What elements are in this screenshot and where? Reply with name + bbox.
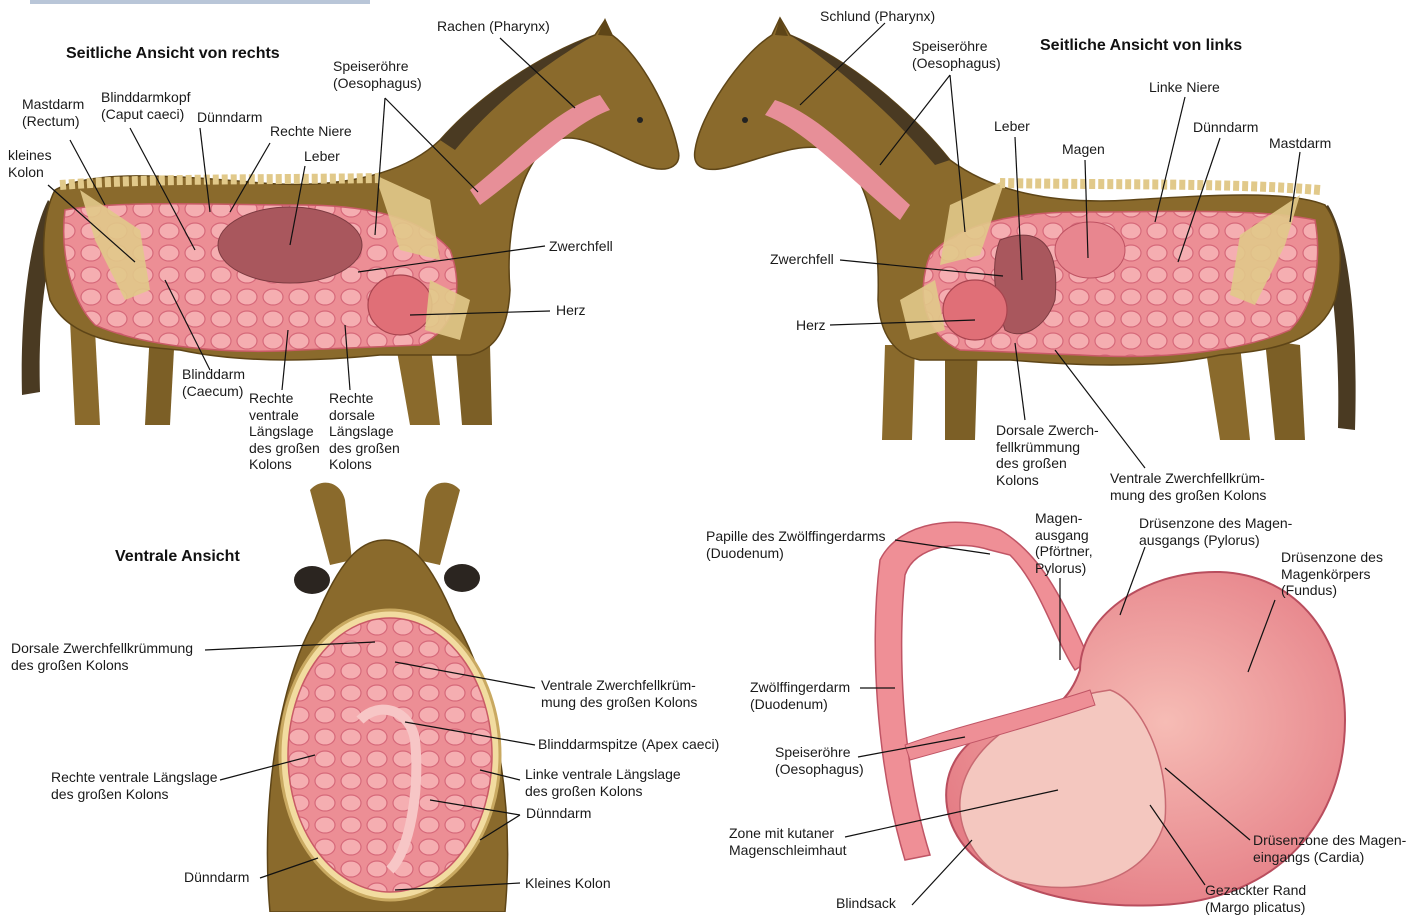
label-leber-left: Leber (994, 118, 1030, 135)
label-leber-right: Leber (304, 148, 340, 165)
label-gezackter-rand: Gezackter Rand (Margo plicatus) (1205, 882, 1306, 915)
label-blinddarmspitze: Blinddarmspitze (Apex caeci) (538, 736, 719, 753)
title-left-view: Seitliche Ansicht von links (1040, 37, 1242, 55)
label-ventrale-zwerchfellkruemmung-ventral: Ventrale Zwerchfellkrüm- mung des großen… (541, 677, 697, 710)
label-zwerchfell-left: Zwerchfell (770, 251, 834, 268)
horse-ventral-view (267, 483, 507, 912)
title-ventral-view: Ventrale Ansicht (115, 548, 240, 566)
label-speiseroehre-right: Speiseröhre (Oesophagus) (333, 58, 422, 91)
label-ventrale-zwerchfellkruemmung-left: Ventrale Zwerchfellkrüm- mung des großen… (1110, 470, 1266, 503)
label-blinddarm-caecum: Blinddarm (Caecum) (182, 366, 245, 399)
label-dorsale-zwerchfellkruemmung-left: Dorsale Zwerch- fellkrümmung des großen … (996, 422, 1099, 488)
title-right-view: Seitliche Ansicht von rechts (66, 45, 280, 63)
label-speiseroehre-stomach: Speiseröhre (Oesophagus) (775, 744, 864, 777)
label-rechte-ventrale-laengslage: Rechte ventrale Längslage des großen Kol… (249, 390, 320, 473)
label-duenndarm-left: Dünndarm (1193, 119, 1258, 136)
label-rechte-dorsale-laengslage: Rechte dorsale Längslage des großen Kolo… (329, 390, 400, 473)
label-druesenzone-pylorus: Drüsenzone des Magen- ausgangs (Pylorus) (1139, 515, 1292, 548)
label-linke-ventrale-laengslage: Linke ventrale Längslage des großen Kolo… (525, 766, 681, 799)
label-kleines-kolon-ventral: Kleines Kolon (525, 875, 611, 892)
label-druesenzone-fundus: Drüsenzone des Magenkörpers (Fundus) (1281, 549, 1383, 599)
label-herz-right: Herz (556, 302, 586, 319)
label-blinddarmkopf: Blinddarmkopf (Caput caeci) (101, 89, 191, 122)
label-magenausgang: Magen- ausgang (Pförtner, Pylorus) (1035, 510, 1093, 576)
label-schlund: Schlund (Pharynx) (820, 8, 935, 25)
label-magen: Magen (1062, 141, 1105, 158)
label-rechte-ventrale-laengslage-ventral: Rechte ventrale Längslage des großen Kol… (51, 769, 218, 802)
label-dorsale-zwerchfellkruemmung-ventral: Dorsale Zwerchfellkrümmung des großen Ko… (11, 640, 193, 673)
label-rachen: Rachen (Pharynx) (437, 18, 550, 35)
label-speiseroehre-left: Speiseröhre (Oesophagus) (912, 38, 1001, 71)
label-mastdarm-left: Mastdarm (1269, 135, 1331, 152)
label-zwerchfell-right: Zwerchfell (549, 238, 613, 255)
label-kleines-kolon-right: kleines Kolon (8, 147, 52, 180)
label-blindsack: Blindsack (836, 895, 896, 912)
label-mastdarm-right: Mastdarm (Rectum) (22, 96, 84, 129)
label-duenndarm-ventral-right: Dünndarm (184, 869, 249, 886)
label-zwoelffingerdarm: Zwölffingerdarm (Duodenum) (750, 679, 850, 712)
label-rechte-niere: Rechte Niere (270, 123, 352, 140)
horse-left-view (695, 18, 1356, 440)
label-herz-left: Herz (796, 317, 826, 334)
label-papille-duodenum: Papille des Zwölffingerdarms (Duodenum) (706, 528, 886, 561)
label-linke-niere: Linke Niere (1149, 79, 1220, 96)
label-duenndarm-ventral-left: Dünndarm (526, 805, 591, 822)
label-duenndarm-right: Dünndarm (197, 109, 262, 126)
label-kutane-zone: Zone mit kutaner Magenschleimhaut (729, 825, 847, 858)
label-druesenzone-cardia: Drüsenzone des Magen- eingangs (Cardia) (1253, 832, 1406, 865)
